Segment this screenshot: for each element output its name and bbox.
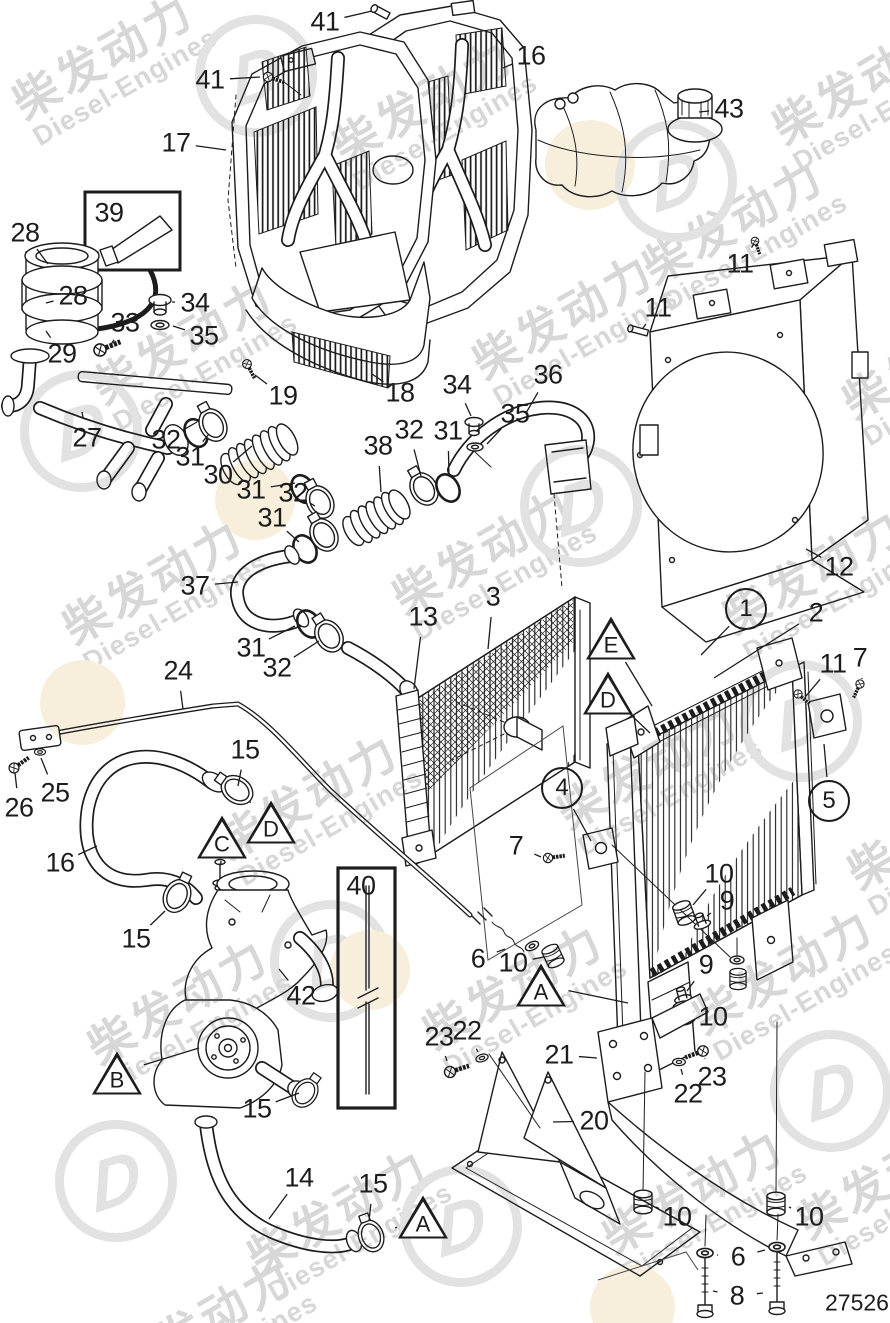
bellows-hose-38	[287, 461, 466, 569]
tank-cap	[677, 88, 713, 119]
bolt-8-left	[696, 1257, 714, 1319]
pipe-14	[194, 1115, 389, 1257]
fan-housing	[627, 234, 869, 643]
support-bracket-20	[443, 1051, 701, 1277]
support-bracket-21	[597, 993, 853, 1319]
outlet-hose-36	[447, 400, 596, 589]
fan-shroud-left-half	[227, 4, 437, 389]
filler-hoses	[1, 242, 103, 417]
detail-panel	[469, 725, 583, 961]
radiator	[540, 637, 868, 1073]
charge-air-cooler	[395, 595, 591, 867]
bolt-8-right	[768, 1251, 786, 1316]
branch-pipe	[33, 293, 233, 502]
sealant-tube-box	[42, 190, 182, 340]
